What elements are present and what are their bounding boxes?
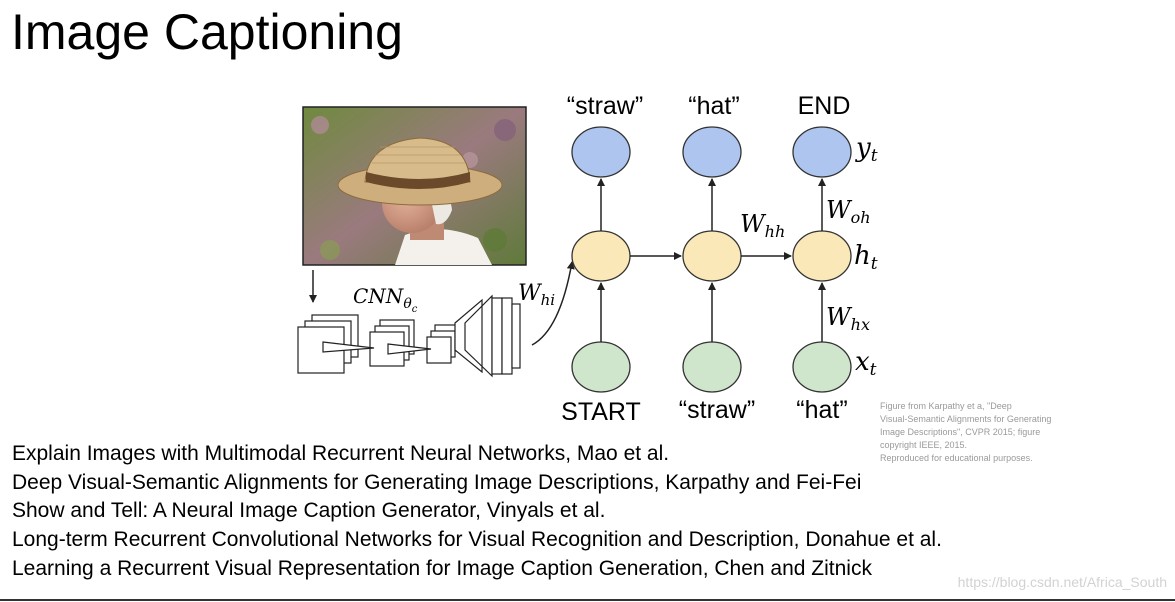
yt-label: yt — [855, 133, 878, 166]
output-node-2 — [682, 126, 742, 178]
whx-label: Whx — [826, 303, 870, 334]
photo-man-straw-hat-icon — [302, 106, 527, 266]
reference-item: Explain Images with Multimodal Recurrent… — [12, 442, 670, 465]
reference-item: Learning a Recurrent Visual Representati… — [12, 556, 872, 580]
credit-line: Visual-Semantic Alignments for Generatin… — [880, 414, 1052, 424]
whi-arrow — [531, 261, 575, 346]
input-node-3 — [792, 341, 852, 393]
credit-line: Figure from Karpathy et a, "Deep — [880, 401, 1012, 411]
bottom-divider — [0, 599, 1175, 601]
input-node-1 — [571, 341, 631, 393]
hidden-node-3 — [792, 230, 852, 282]
whh-label: Whh — [740, 210, 785, 241]
output-word-2: “hat” — [688, 92, 739, 120]
input-word-3: “hat” — [796, 396, 847, 424]
reference-item: Show and Tell: A Neural Image Caption Ge… — [12, 499, 606, 523]
woh-label: Woh — [826, 196, 871, 227]
watermark-text: https://blog.csdn.net/Africa_South — [957, 574, 1167, 590]
output-node-3 — [792, 126, 852, 178]
credit-line: Reproduced for educational purposes. — [880, 453, 1033, 463]
hidden-node-2 — [682, 230, 742, 282]
credit-line: Image Descriptions", CVPR 2015; figure — [880, 427, 1041, 437]
input-word-1: START — [561, 398, 641, 426]
slide-title: Image Captioning — [11, 4, 403, 60]
input-node-2 — [682, 341, 742, 393]
credit-line: copyright IEEE, 2015. — [880, 440, 968, 450]
output-word-1: “straw” — [567, 92, 643, 120]
reference-item: Deep Visual-Semantic Alignments for Gene… — [12, 470, 862, 494]
output-word-3: END — [798, 92, 851, 120]
image-captioning-diagram: CNNθc Whi — [297, 92, 878, 426]
rnn-nodes — [571, 126, 852, 393]
xt-label: xt — [855, 347, 877, 380]
cnn-stack — [297, 294, 521, 378]
reference-item: Long-term Recurrent Convolutional Networ… — [12, 528, 942, 552]
whi-label: Whi — [518, 281, 555, 309]
rnn-arrows — [597, 178, 826, 342]
figure-credit: Figure from Karpathy et a, "Deep Visual-… — [880, 400, 1090, 465]
cnn-label: CNNθc — [353, 284, 418, 315]
references-list: Explain Images with Multimodal Recurrent… — [12, 440, 942, 584]
ht-label: ht — [854, 241, 878, 274]
input-word-2: “straw” — [679, 396, 755, 424]
hidden-node-1 — [571, 230, 631, 282]
output-node-1 — [571, 126, 631, 178]
